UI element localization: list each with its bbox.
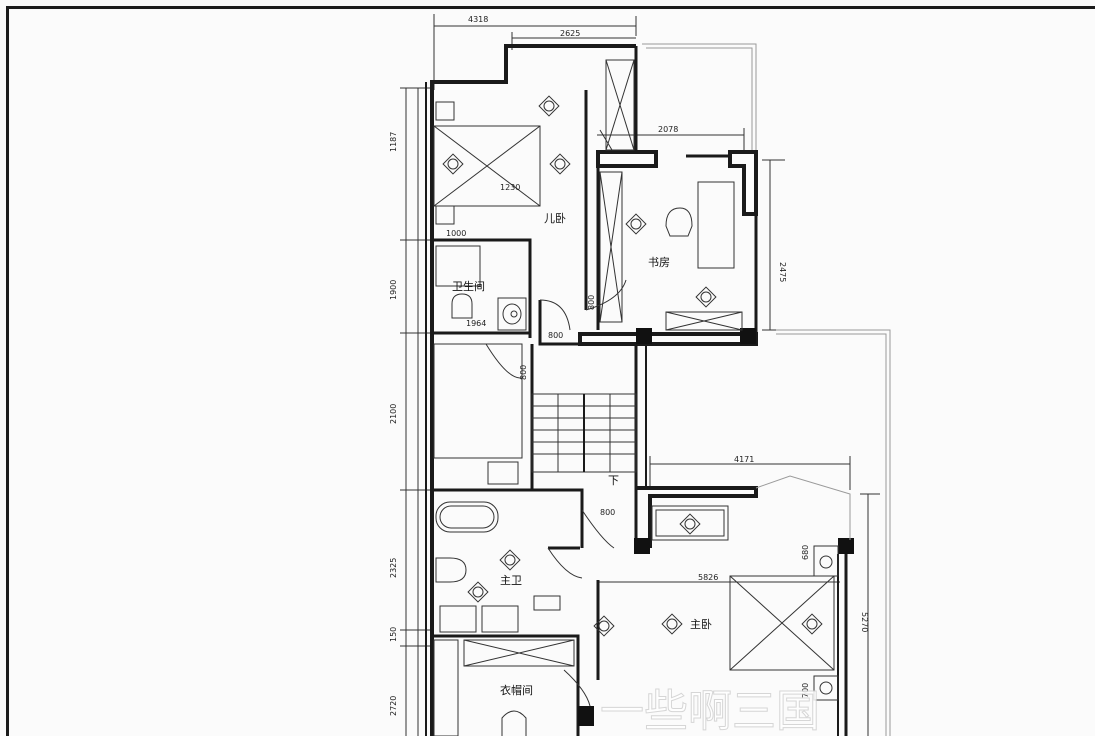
dim-study-height: 2475 — [778, 262, 787, 282]
label-bathroom: 卫生间 — [452, 279, 485, 293]
dim-master-right: 5270 — [860, 612, 869, 632]
dim-left-1: 1187 — [389, 132, 398, 152]
dim-study-width: 2078 — [658, 125, 678, 134]
dim-left-4: 2325 — [389, 558, 398, 578]
dim-left-6: 2720 — [389, 696, 398, 716]
dim-door-c: 800 — [587, 295, 596, 310]
label-stair-down: 下 — [608, 474, 619, 487]
label-children-room: 儿卧 — [544, 212, 566, 225]
room-labels: 儿卧 书房 卫生间 主卫 主卧 衣帽间 下 — [452, 212, 712, 697]
dim-master-right3: 700 — [801, 683, 810, 698]
dim-left-3: 2100 — [389, 404, 398, 424]
dim-left-2: 1900 — [389, 280, 398, 300]
markers — [442, 95, 833, 695]
dim-door-d: 800 — [519, 365, 528, 380]
furniture — [433, 59, 851, 736]
door-swings — [485, 129, 627, 707]
walls — [425, 43, 891, 736]
dim-top-total: 4318 — [468, 15, 488, 24]
dim-door-b: 800 — [600, 508, 615, 517]
dim-bath-width: 1000 — [446, 229, 466, 238]
dim-children-bed: 1230 — [500, 183, 520, 192]
label-study: 书房 — [648, 256, 670, 269]
dim-top-inner: 2625 — [560, 29, 580, 38]
dim-bath-width2: 1964 — [466, 319, 486, 328]
label-master-bath: 主卫 — [500, 574, 522, 587]
dim-left-5: 150 — [389, 627, 398, 642]
dim-door-a: 800 — [548, 331, 563, 340]
watermark-text: 一些啊三国 — [600, 686, 820, 736]
dimension-labels: 4318 2625 2078 1230 1000 1964 800 800 41… — [389, 15, 869, 716]
staircase — [531, 393, 637, 473]
image-frame — [6, 6, 1095, 736]
label-closet: 衣帽间 — [500, 683, 533, 697]
dim-master-top: 4171 — [734, 455, 754, 464]
label-master-bedroom: 主卧 — [690, 618, 712, 631]
dim-master-right2: 680 — [801, 545, 810, 560]
dim-master-width: 5826 — [698, 573, 718, 582]
